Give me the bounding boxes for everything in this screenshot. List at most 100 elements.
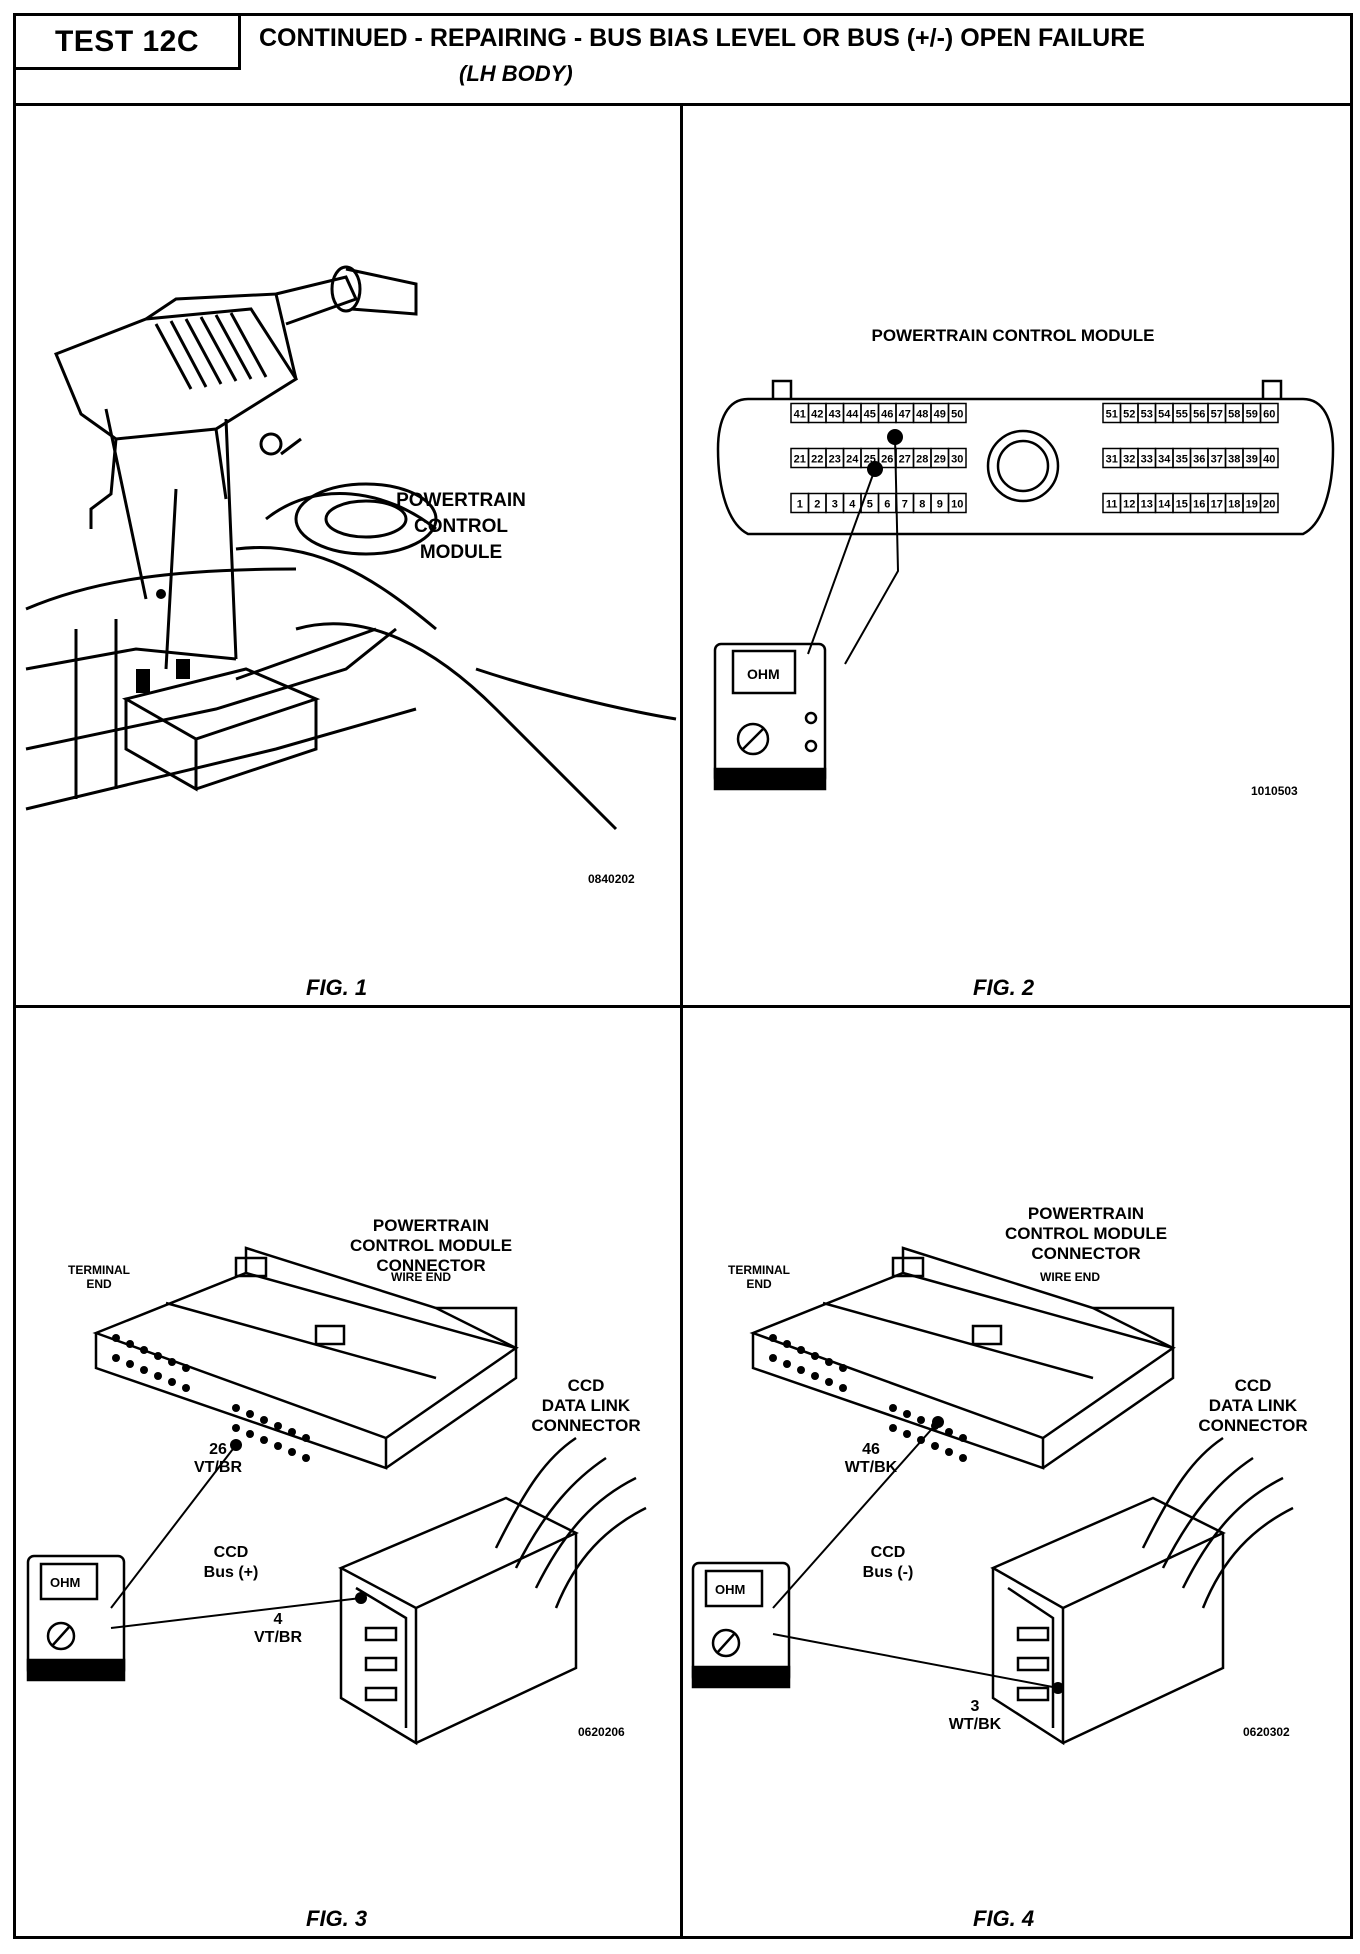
fig3-pin-b-number: 4 [273, 1611, 283, 1628]
pin-number: 33 [1141, 454, 1153, 466]
fig1-panel: POWERTRAIN CONTROL MODULE 0840202 FIG. 1 [16, 109, 680, 1005]
fig3-wire-end: WIRE END [391, 1270, 451, 1284]
pin-number: 36 [1193, 454, 1205, 466]
pin-number: 22 [811, 454, 823, 466]
pin-number: 29 [934, 454, 946, 466]
pin-number: 52 [1123, 409, 1135, 421]
engine-bay-illustration [25, 265, 677, 831]
pin-number: 40 [1263, 454, 1275, 466]
pin-number: 23 [829, 454, 841, 466]
pin-number: 49 [934, 409, 946, 421]
pin-number: 44 [846, 409, 859, 421]
pin-cell-right [1259, 492, 1279, 514]
fig3-ccd-label-2: DATA LINK [541, 1396, 631, 1415]
fig3-code: 0620206 [578, 1725, 625, 1739]
ohmmeter [713, 642, 827, 791]
fig3-ccd-label-3: CONNECTOR [531, 1416, 641, 1435]
fig4-connector-label-2: CONTROL MODULE [1004, 1224, 1168, 1243]
pin-number: 8 [919, 499, 925, 511]
horizontal-divider [13, 1005, 1353, 1008]
fig4-illustration [691, 1246, 1294, 1746]
pin-number: 10 [951, 499, 963, 511]
fig3-terminal-end: TERMINAL END [68, 1263, 130, 1291]
fig3-bus-label: CCD Bus (+) [181, 1543, 281, 1583]
pin-cell-right [1259, 402, 1279, 424]
pin-number: 12 [1123, 499, 1135, 511]
fig3-panel: OHM POWERTRAIN CONTROL MODULE CONNECTOR … [16, 1008, 680, 1939]
pin-cell-left [947, 447, 967, 469]
fig3-ccd-label: CCD DATA LINK CONNECTOR [516, 1376, 656, 1436]
fig4-wire-end: WIRE END [1040, 1270, 1100, 1284]
fig4-ccd-label-2: DATA LINK [1208, 1396, 1298, 1415]
pin-number: 34 [1158, 454, 1171, 466]
pin-number: 51 [1106, 409, 1118, 421]
fig4-label: FIG. 4 [973, 1906, 1035, 1931]
fig3-pin-b: 4 VT/BR [238, 1611, 318, 1647]
pin-number: 31 [1106, 454, 1118, 466]
fig4-pin-a-color: WT/BK [844, 1459, 898, 1476]
pcm-callout-line1: POWERTRAIN [396, 490, 526, 511]
pin-number: 2 [814, 499, 820, 511]
fig4-pin-b-number: 3 [970, 1698, 980, 1715]
fig4-code: 0620302 [1243, 1725, 1290, 1739]
page-title: CONTINUED - REPAIRING - BUS BIAS LEVEL O… [259, 24, 1145, 52]
fig1-label: FIG. 1 [306, 975, 368, 1000]
pin-number: 45 [864, 409, 876, 421]
pin-number: 56 [1193, 409, 1205, 421]
pin-cell-right [1259, 447, 1279, 469]
pin-cell-left [947, 402, 967, 424]
pin-number: 3 [832, 499, 838, 511]
fig3-pin-a-color: VT/BR [194, 1459, 242, 1476]
pin-number: 16 [1193, 499, 1205, 511]
fig1-code: 0840202 [588, 872, 635, 886]
fig4-terminal-end-2: END [746, 1277, 772, 1291]
fig3-ccd-label-1: CCD [567, 1376, 605, 1395]
pin-number: 1 [797, 499, 803, 511]
fig3-illustration [26, 1246, 647, 1746]
fig4-ohmmeter [691, 1561, 791, 1689]
pin-number: 42 [811, 409, 823, 421]
pin-number: 46 [881, 409, 893, 421]
fig3-terminal-end-2: END [86, 1277, 112, 1291]
fig2-code: 1010503 [1251, 784, 1298, 798]
pcm-callout-line2: CONTROL [414, 516, 508, 537]
pin-number: 28 [916, 454, 928, 466]
fig4-connector-label: POWERTRAIN CONTROL MODULE CONNECTOR [1001, 1204, 1171, 1264]
fig4-terminal-end-1: TERMINAL [728, 1263, 790, 1277]
vertical-divider [680, 106, 683, 1939]
fig3-meter-display: OHM [50, 1575, 81, 1590]
pin-number: 13 [1141, 499, 1153, 511]
fig4-bus-label: CCD Bus (-) [838, 1543, 938, 1583]
pin-number: 9 [937, 499, 943, 511]
pin-number: 54 [1158, 409, 1171, 421]
pin-number: 19 [1246, 499, 1258, 511]
pin-number: 59 [1246, 409, 1258, 421]
pin-number: 14 [1158, 499, 1171, 511]
pcm-callout-label: POWERTRAIN CONTROL MODULE [371, 488, 551, 566]
fig4-pin-a-number: 46 [862, 1441, 880, 1458]
pin-number: 57 [1211, 409, 1223, 421]
fig3-pin-a-number: 26 [209, 1441, 227, 1458]
pin-number: 32 [1123, 454, 1135, 466]
pin-number: 43 [829, 409, 841, 421]
pin-number: 26 [881, 454, 893, 466]
pin-number: 50 [951, 409, 963, 421]
pin-number: 17 [1211, 499, 1223, 511]
pin-number: 11 [1106, 499, 1118, 511]
fig2-meter-display: OHM [747, 666, 780, 682]
pin-number: 37 [1211, 454, 1223, 466]
pin-number: 4 [849, 499, 856, 511]
fig3-connector-label: POWERTRAIN CONTROL MODULE CONNECTOR [346, 1216, 516, 1276]
page-subtitle: (LH BODY) [459, 61, 573, 86]
pin-number: 60 [1263, 409, 1275, 421]
fig3-pin-a: 26 VT/BR [178, 1441, 258, 1477]
fig4-panel: OHM POWERTRAIN CONTROL MODULE CONNECTOR … [683, 1008, 1350, 1939]
fig3-terminal-end-1: TERMINAL [68, 1263, 130, 1277]
pin-number: 41 [794, 409, 806, 421]
fig3-connector-label-3: CONNECTOR [376, 1256, 486, 1275]
pin-number: 15 [1176, 499, 1188, 511]
fig3-connector-label-1: POWERTRAIN [372, 1216, 490, 1235]
pin-number: 38 [1228, 454, 1240, 466]
pin-cell-left [947, 492, 967, 514]
